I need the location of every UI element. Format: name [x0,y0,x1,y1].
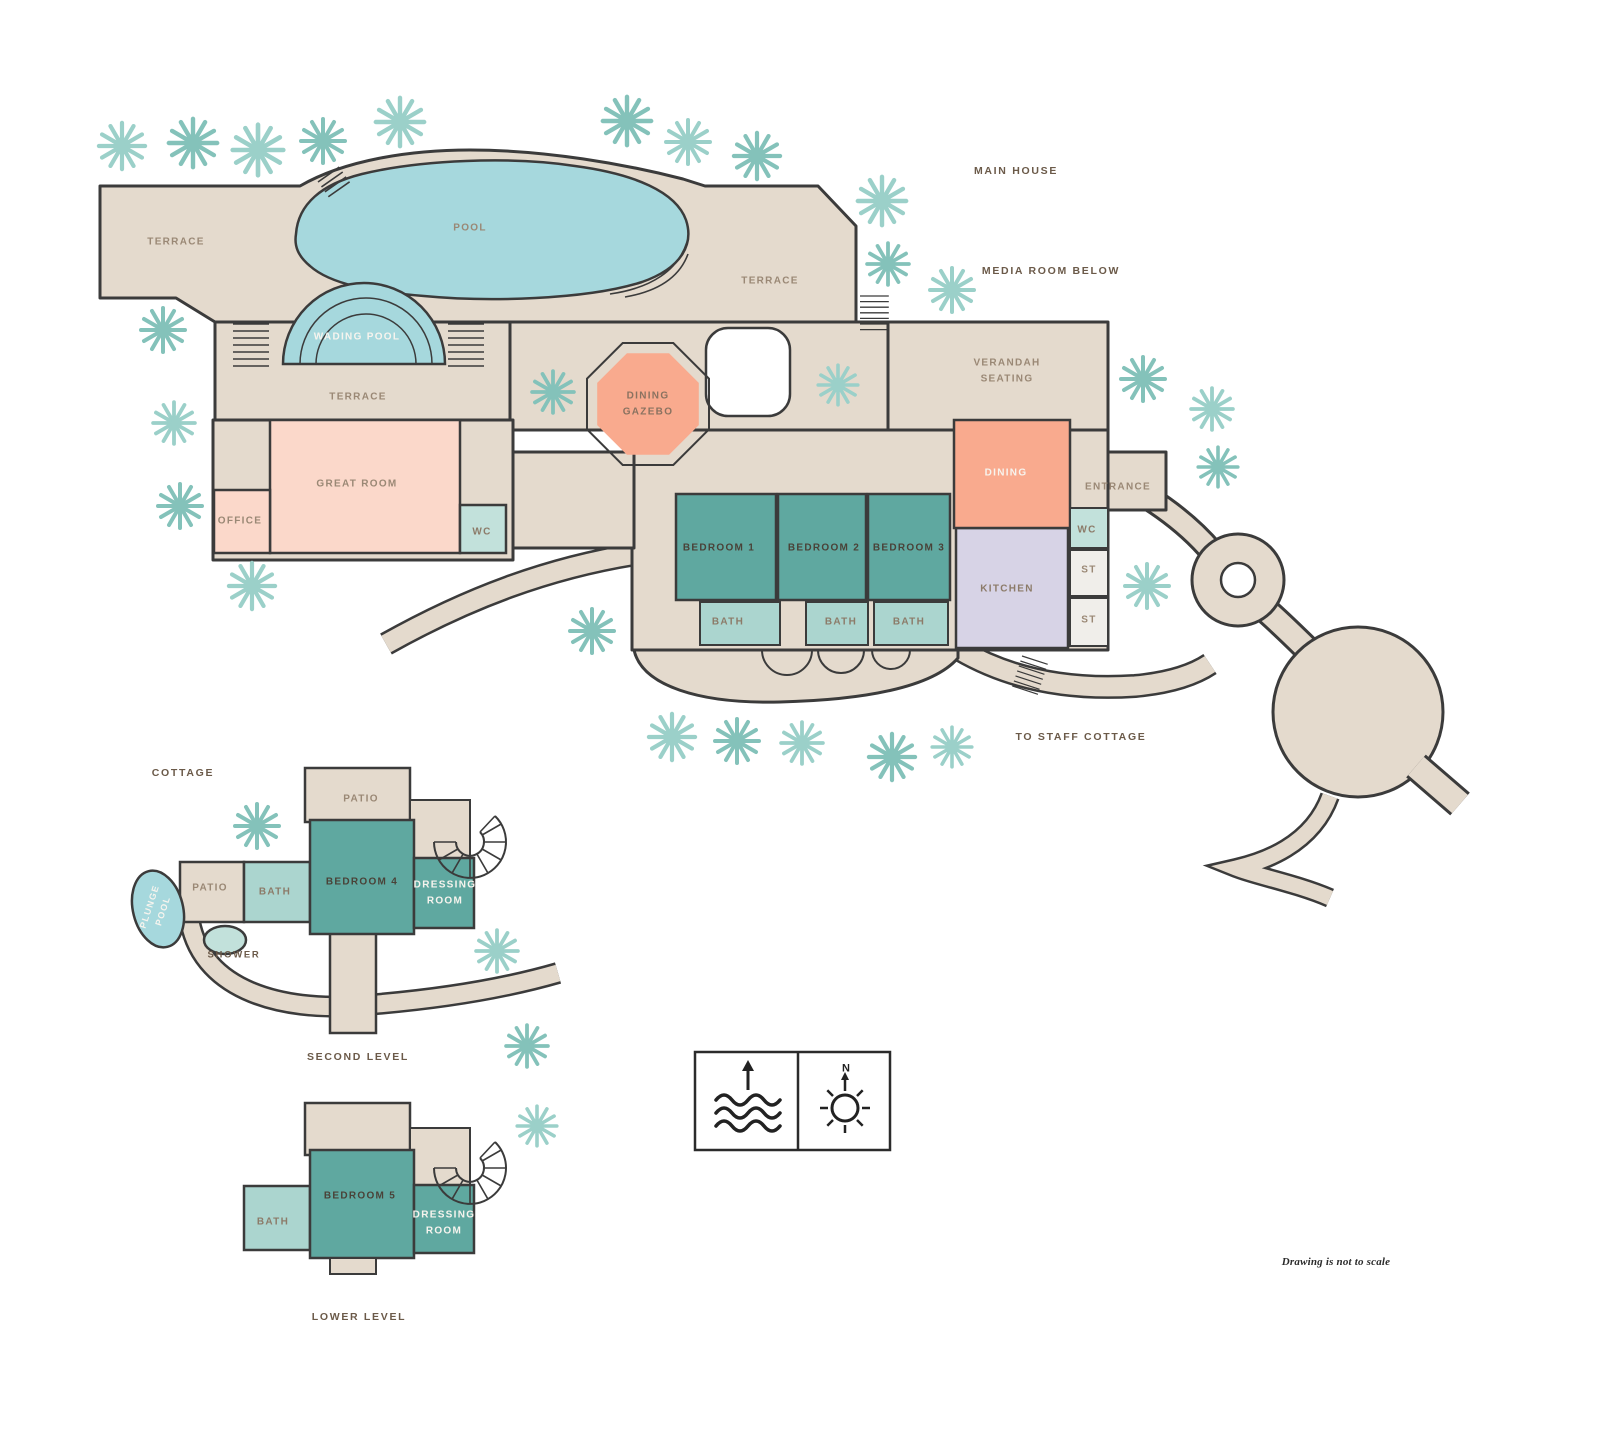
label-pool: POOL [453,222,487,234]
lower-terrace [303,1101,412,1157]
gazebo-wall [586,342,710,466]
driveway-circle [1271,625,1445,799]
room-wc-entry [1069,507,1109,549]
pools-and-gazebo [281,159,710,466]
stairs-icon [859,295,890,331]
label-bedroom-2: BEDROOM 2 [787,542,861,554]
room-st-2 [1069,597,1109,647]
label-second-level: SECOND LEVEL [306,1050,410,1063]
label-st-1: ST [1081,564,1097,576]
stairs-icon [447,323,485,367]
label-terrace-right: TERRACE [741,275,799,287]
room-office [212,488,272,555]
room-bedroom-3 [866,492,952,602]
lower-stem [329,1257,377,1275]
pool-shape [294,159,690,301]
stair-landing [409,799,471,861]
legend-box [693,1050,892,1152]
label-north: N [842,1062,850,1075]
cottage-stem [328,931,378,1035]
room-dining [952,418,1072,530]
label-bath-1: BATH [711,616,745,628]
room-wc [458,503,508,555]
label-st-2: ST [1081,614,1097,626]
courtyard [704,326,792,418]
label-main-house: MAIN HOUSE [973,164,1059,177]
cottage-lower-level [242,1101,507,1275]
stairs-icon [232,323,270,367]
cottage-second-level [130,766,562,1035]
label-media-room-below: MEDIA ROOM BELOW [981,264,1121,277]
label-bath-4: BATH [258,886,292,898]
label-bedroom-4: BEDROOM 4 [325,876,399,888]
room-great-room [268,418,462,555]
label-bedroom-3: BEDROOM 3 [872,542,946,554]
label-entrance: ENTRANCE [1085,481,1151,493]
curved-bays [761,649,911,676]
label-dressing-room-5: DRESSING ROOM [412,1209,476,1237]
shower-shape [202,924,248,956]
main-house-rooms [212,418,1109,650]
label-wading-pool: WADING POOL [313,331,401,343]
label-lower-level: LOWER LEVEL [311,1310,407,1323]
label-dining-gazebo: DINING GAZEBO [622,390,674,418]
room-bath-2 [805,601,869,646]
label-bedroom-1: BEDROOM 1 [682,542,756,554]
room-st-1 [1069,549,1109,597]
room-bath-4 [242,860,312,924]
label-terrace-upper-left: TERRACE [147,236,205,248]
label-dressing-room-2: DRESSING ROOM [413,879,477,907]
room-dressing-2 [412,856,476,930]
room-kitchen [954,526,1070,650]
label-shower: SHOWER [207,949,261,961]
room-bedroom-5 [308,1148,416,1260]
room-bath-3 [873,601,949,646]
gazebo-shape [597,353,699,455]
wading-pool-shape [281,281,447,366]
compass-icon [820,1072,870,1133]
room-dressing-5 [412,1183,476,1255]
label-scale-note: Drawing is not to scale [1281,1256,1391,1268]
label-to-staff-cottage: TO STAFF COTTAGE [1015,730,1147,743]
corridor [506,450,636,550]
room-bedroom-1 [674,492,778,602]
label-cottage: COTTAGE [151,766,215,779]
pool-steps-icon [317,166,351,198]
room-bath-5 [242,1184,312,1252]
label-dining: DINING [984,467,1028,479]
label-great-room: GREAT ROOM [316,478,398,490]
plunge-pool-shape [130,869,186,949]
label-bath-5: BATH [256,1216,290,1228]
entrance-nub [1106,450,1168,512]
label-bedroom-5: BEDROOM 5 [323,1190,397,1202]
label-wc: WC [472,526,492,538]
label-bath-3: BATH [892,616,926,628]
label-verandah-seating: VERANDAH SEATING [973,357,1041,385]
label-kitchen: KITCHEN [980,583,1034,595]
label-bath-2: BATH [824,616,858,628]
lower-stair-landing [409,1127,471,1187]
waves-icon [714,1093,782,1133]
label-terrace-middle: TERRACE [329,391,387,403]
label-office: OFFICE [217,515,263,527]
room-bath-1 [699,601,781,646]
label-wc-entry: WC [1077,524,1097,536]
room-bedroom-2 [776,492,868,602]
label-patio-upper: PATIO [343,793,379,805]
room-patio-upper [303,766,412,824]
label-patio-side: PATIO [192,882,228,894]
arrow-up-icon [742,1060,754,1090]
